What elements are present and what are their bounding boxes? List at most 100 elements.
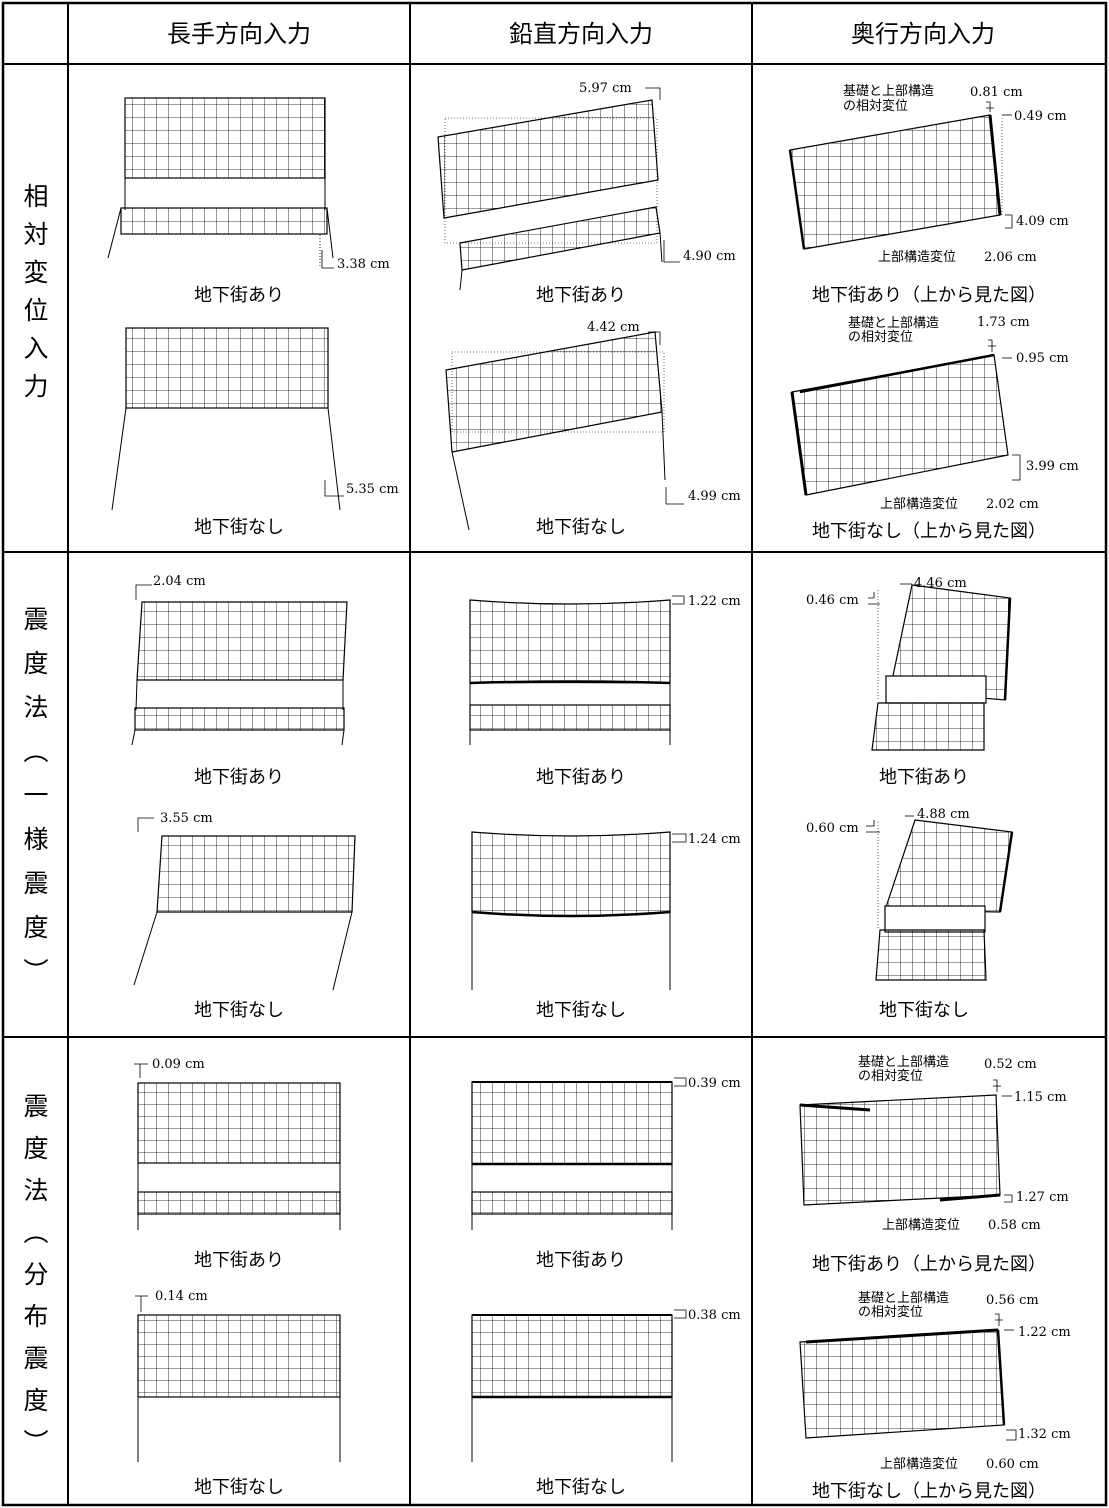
diagram-r2-c3-without-underground <box>866 815 1014 981</box>
note-r3-c3-with-relative-2: の相対変位 <box>858 1068 923 1084</box>
dim-r2-c3-with-right: 4.46 cm <box>914 576 967 591</box>
dim-r2-c3-without-left: 0.60 cm <box>806 821 859 836</box>
row-label-char: 震 <box>23 1092 48 1121</box>
diagram-r3-c1-with-underground <box>134 1063 341 1230</box>
caption-r1-c3-without: 地下街なし（上から見た図） <box>812 521 1046 542</box>
note-r3-c3-without-relative-1: 基礎と上部構造 <box>858 1291 949 1306</box>
dim-r3-c3-without-bottom: 1.32 cm <box>1018 1427 1071 1442</box>
row-label-char: ︶ <box>23 1428 48 1457</box>
dim-r2-c1-with: 2.04 cm <box>153 574 206 589</box>
dim-r1-c2-without-bottom: 4.99 cm <box>688 489 741 504</box>
row-label-char: ︵ <box>23 1218 48 1247</box>
row-label-char: 力 <box>23 372 48 401</box>
dim-r1-c3-without-relative: 1.73 cm <box>977 315 1030 330</box>
dim-r2-c3-without-right: 4.88 cm <box>917 807 970 822</box>
caption-r2-c2-without: 地下街なし <box>536 1000 626 1021</box>
dim-r1-c2-with-top: 5.97 cm <box>579 81 632 96</box>
dim-r2-c2-with: 1.22 cm <box>688 594 741 609</box>
caption-r1-c1-with: 地下街あり <box>194 285 284 306</box>
dim-r3-c3-with-relative: 0.52 cm <box>984 1057 1037 1072</box>
dim-r2-c3-with-left: 0.46 cm <box>806 593 859 608</box>
diagram-r1-c3-without-underground <box>790 339 1021 496</box>
dim-r1-c3-with-relative: 0.81 cm <box>970 85 1023 100</box>
row-label-char: 一 <box>23 781 48 810</box>
row-label-char: 法 <box>23 693 48 722</box>
caption-r3-c2-without: 地下街なし <box>536 1477 626 1498</box>
caption-r2-c2-with: 地下街あり <box>536 767 626 788</box>
row-label-char: 相 <box>23 182 48 211</box>
note-r1-c3-without-relative-1: 基礎と上部構造 <box>848 316 939 331</box>
row-label-char: 分 <box>23 1260 48 1289</box>
row-label-char: 位 <box>23 296 48 325</box>
caption-r2-c1-without: 地下街なし <box>194 1000 284 1021</box>
dim-r1-c3-without-bottom: 3.99 cm <box>1026 459 1079 474</box>
row-label-char: 震 <box>23 605 48 634</box>
dim-r3-c1-without: 0.14 cm <box>155 1289 208 1304</box>
row-label-char: 変 <box>23 258 48 287</box>
row-label-char: 布 <box>23 1302 48 1331</box>
header-vertical: 鉛直方向入力 <box>509 20 653 48</box>
note-r3-c3-with-superstructure: 上部構造変位 <box>882 1217 960 1233</box>
row-label-char: 度 <box>23 1386 48 1415</box>
row-label-char: ︵ <box>23 737 48 766</box>
diagram-r3-c3-without-underground <box>799 1313 1017 1441</box>
diagram-r1-c3-with-underground <box>788 101 1013 250</box>
note-r1-c3-with-relative-1: 基礎と上部構造 <box>843 84 934 99</box>
dim-r3-c3-with-superstructure: 0.58 cm <box>988 1218 1041 1233</box>
row-label-char: 度 <box>23 649 48 678</box>
row-label-char: 入 <box>23 334 48 363</box>
header-longitudinal: 長手方向入力 <box>167 20 311 48</box>
diagram-r2-c1-without-underground <box>133 817 356 991</box>
note-r1-c3-without-relative-2: の相対変位 <box>848 329 913 345</box>
diagram-r1-c1-with-underground <box>107 97 334 269</box>
diagram-r3-c2-without-underground <box>471 1309 687 1462</box>
dim-r1-c1-without: 5.35 cm <box>346 482 399 497</box>
dim-r1-c3-with-superstructure: 2.06 cm <box>984 250 1037 265</box>
diagram-r3-c2-with-underground <box>471 1077 687 1230</box>
diagram-r2-c3-with-underground <box>868 583 1012 751</box>
note-r1-c3-with-relative-2: の相対変位 <box>843 98 908 114</box>
dim-r1-c3-without-top: 0.95 cm <box>1016 351 1069 366</box>
caption-r2-c1-with: 地下街あり <box>194 767 284 788</box>
diagram-r3-c3-with-underground <box>799 1079 1013 1206</box>
caption-r3-c1-without: 地下街なし <box>194 1477 284 1498</box>
row-label-char: 様 <box>23 825 48 854</box>
dim-r2-c1-without: 3.55 cm <box>160 811 213 826</box>
dim-r3-c3-without-relative: 0.56 cm <box>986 1293 1039 1308</box>
dim-r1-c1-with: 3.38 cm <box>337 257 390 272</box>
note-r3-c3-without-relative-2: の相対変位 <box>858 1304 923 1320</box>
dim-r3-c3-without-top: 1.22 cm <box>1018 1325 1071 1340</box>
row-label-char: 震 <box>23 1344 48 1373</box>
diagram-r1-c2-with-underground <box>437 87 680 291</box>
note-r3-c3-with-relative-1: 基礎と上部構造 <box>858 1055 949 1070</box>
caption-r3-c1-with: 地下街あり <box>194 1250 284 1271</box>
row-label-char: 度 <box>23 913 48 942</box>
note-r3-c3-without-superstructure: 上部構造変位 <box>880 1456 958 1472</box>
diagram-r2-c1-with-underground <box>131 584 348 746</box>
dim-r3-c2-without: 0.38 cm <box>688 1308 741 1323</box>
dim-r1-c2-without-top: 4.42 cm <box>587 320 640 335</box>
dim-r3-c1-with: 0.09 cm <box>152 1057 205 1072</box>
diagram-r2-c2-without-underground <box>471 831 687 990</box>
dim-r1-c3-with-top: 0.49 cm <box>1014 109 1067 124</box>
caption-r3-c3-without: 地下街なし（上から見た図） <box>812 1481 1046 1502</box>
caption-r1-c2-without: 地下街なし <box>536 517 626 538</box>
diagram-r1-c2-without-underground <box>445 331 684 531</box>
dim-r1-c3-without-superstructure: 2.02 cm <box>986 497 1039 512</box>
diagram-r3-c1-without-underground <box>135 1295 341 1462</box>
row-label-char: 度 <box>23 1134 48 1163</box>
note-r1-c3-without-superstructure: 上部構造変位 <box>880 496 958 512</box>
caption-r1-c2-with: 地下街あり <box>536 285 626 306</box>
row-label-char: 震 <box>23 869 48 898</box>
dim-r3-c3-with-top: 1.15 cm <box>1014 1090 1067 1105</box>
dim-r3-c2-with: 0.39 cm <box>688 1076 741 1091</box>
dim-r3-c3-without-superstructure: 0.60 cm <box>986 1457 1039 1472</box>
dim-r2-c2-without: 1.24 cm <box>688 832 741 847</box>
row-label-char: 法 <box>23 1176 48 1205</box>
caption-r1-c1-without: 地下街なし <box>194 517 284 538</box>
header-depth: 奥行方向入力 <box>851 20 995 48</box>
diagram-r2-c2-with-underground <box>469 595 685 745</box>
